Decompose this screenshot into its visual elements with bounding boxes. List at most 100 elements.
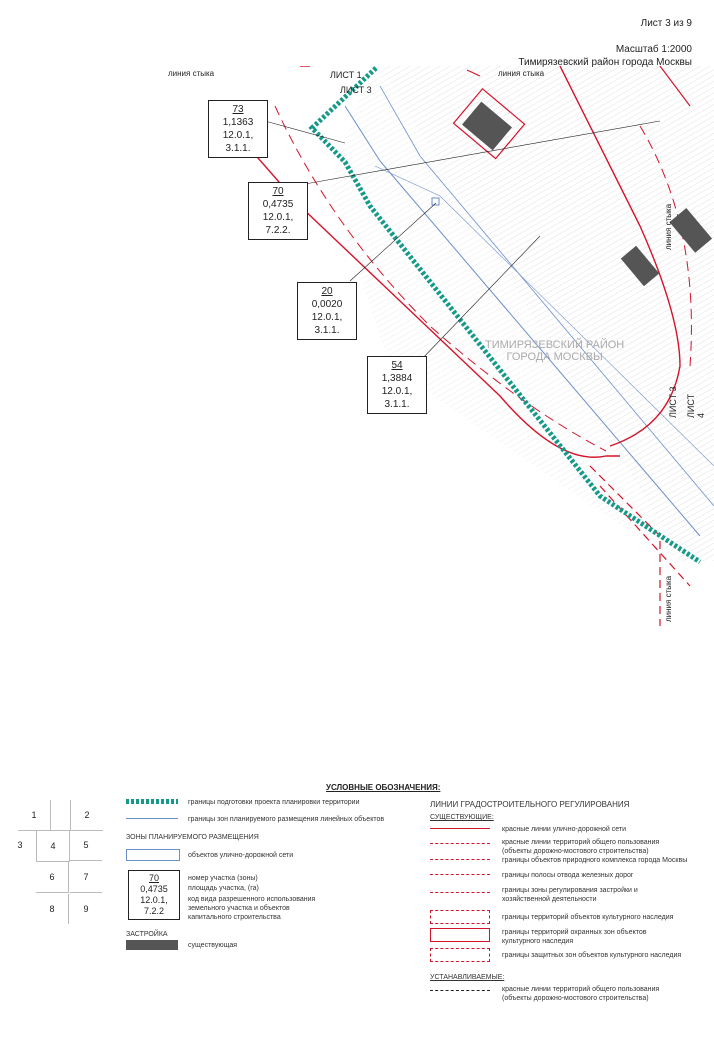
- parcel-label-54: 54 1,3884 12.0.1, 3.1.1.: [367, 356, 427, 414]
- parcel-area: 1,1363: [222, 117, 254, 128]
- parcel-label-20: 20 0,0020 12.0.1, 3.1.1.: [297, 282, 357, 340]
- sample-number: 70: [148, 873, 159, 883]
- protective-zone-swatch: [430, 948, 490, 962]
- sample-code: 12.0.1,: [140, 895, 168, 905]
- building-swatch: [126, 940, 178, 950]
- boundary-swatch: [126, 799, 178, 804]
- sheet-3-label: ЛИСТ 3: [340, 85, 372, 95]
- parcel-label-70: 70 0,4735 12.0.1, 7.2.2.: [248, 182, 308, 240]
- buildings-existing-text: существующая: [188, 942, 238, 949]
- legend-item: красные линии территорий общего пользова…: [502, 839, 660, 855]
- legend-item: границы территорий объектов культурного …: [502, 914, 674, 921]
- legend-item: границы зоны регулирования застройки и х…: [502, 887, 638, 903]
- parcel-code: 7.2.2.: [265, 225, 291, 236]
- building: [620, 245, 660, 287]
- sample-code: 7.2.2: [143, 906, 165, 916]
- regulation-heading: ЛИНИИ ГРАДОСТРОИТЕЛЬНОГО РЕГУЛИРОВАНИЯ: [430, 800, 630, 809]
- sheet-4-side-label: ЛИСТ 4: [686, 393, 706, 418]
- parcel-20-marker: [431, 197, 440, 206]
- parcel-number: 54: [391, 360, 403, 371]
- sheet-3-side-label: ЛИСТ 3: [668, 386, 678, 418]
- parcel-number: 70: [272, 186, 284, 197]
- legend-item: границы полосы отвода железных дорог: [502, 872, 634, 879]
- parcel-code: 12.0.1,: [262, 212, 294, 223]
- index-cell: 6: [36, 862, 69, 893]
- parcel-area: 1,3884: [381, 373, 413, 384]
- legend-item: красные линии территорий общего пользова…: [502, 986, 660, 1002]
- red-line-top: [466, 69, 481, 77]
- index-cell: 7: [70, 862, 102, 893]
- planning-boundary: [308, 66, 702, 565]
- parcel-label-73: 73 1,1363 12.0.1, 3.1.1.: [208, 100, 268, 158]
- buildings-heading: ЗАСТРОЙКА: [126, 931, 168, 938]
- leader-line: [419, 235, 541, 362]
- railway-swatch: [430, 874, 490, 875]
- sheet-number: Лист 3 из 9: [640, 18, 692, 29]
- leader-line: [304, 120, 661, 185]
- index-cell: 1: [18, 800, 51, 831]
- sample-desc-number: номер участка (зоны): [188, 875, 258, 882]
- red-line-arc: [559, 66, 681, 447]
- red-line-top: [659, 66, 691, 107]
- parcel-code: 12.0.1,: [381, 386, 413, 397]
- sample-area: 0,4735: [140, 884, 168, 894]
- road-objects-text: объектов улично-дорожной сети: [188, 852, 294, 859]
- red-line-dashed: [274, 105, 607, 452]
- index-cell: 9: [83, 904, 89, 914]
- building: [462, 101, 512, 151]
- planned-heading: УСТАНАВЛИВАЕМЫЕ:: [430, 974, 505, 981]
- leader-line: [264, 120, 346, 144]
- parcel-code: 3.1.1.: [384, 399, 410, 410]
- watermark-line-2: ГОРОДА МОСКВЫ: [506, 351, 603, 363]
- parcel-code: 12.0.1,: [222, 130, 254, 141]
- parcel-number: 73: [232, 104, 244, 115]
- regulation-zone-swatch: [430, 892, 490, 893]
- index-cell: 3: [4, 830, 37, 860]
- legend-item: границы защитных зон объектов культурног…: [502, 952, 682, 959]
- legend-item: границы объектов природного комплекса го…: [502, 857, 688, 864]
- district-name: Тимирязевский район города Москвы: [518, 57, 692, 68]
- red-line-swatch: [430, 828, 490, 829]
- hatched-corridor-left: [330, 66, 690, 566]
- sample-desc-code: код вида разрешенного использования земе…: [188, 896, 316, 921]
- join-line-label: линия стыка: [664, 203, 673, 250]
- join-line-label: линия стыка: [664, 575, 673, 622]
- index-cell: 2: [70, 800, 103, 831]
- index-cell: 8: [36, 894, 69, 924]
- legend-item: красные линии улично-дорожной сети: [502, 826, 627, 833]
- red-line-dashed: [599, 485, 691, 587]
- existing-heading: СУЩЕСТВУЮЩИЕ:: [430, 814, 494, 821]
- nature-swatch: [430, 859, 490, 860]
- index-cell: 5: [70, 830, 102, 861]
- parcel-number: 20: [321, 286, 333, 297]
- sheet-index-grid: 1 2 3 4 5 6 7 8 9: [4, 800, 104, 930]
- index-cell: 4: [36, 830, 70, 862]
- zone-boundary-line: [379, 85, 714, 507]
- join-line-label: линия стыка: [498, 69, 545, 78]
- legend-boundary-text: границы подготовки проекта планировки те…: [188, 799, 360, 806]
- building: [669, 207, 713, 253]
- legend-item: границы территорий охранных зон объектов…: [502, 929, 647, 945]
- join-line-label: линия стыка: [168, 69, 215, 78]
- planned-red-line-swatch: [430, 990, 490, 991]
- heritage-swatch: [430, 910, 490, 924]
- protection-zone-swatch: [430, 928, 490, 942]
- zone-swatch: [126, 818, 178, 819]
- zone-boundary-line: [344, 105, 701, 537]
- zones-heading: ЗОНЫ ПЛАНИРУЕМОГО РАЗМЕЩЕНИЯ: [126, 834, 259, 841]
- parcel-code: 3.1.1.: [225, 143, 251, 154]
- watermark-line-1: ТИМИРЯЗЕВСКИЙ РАЙОН: [485, 339, 625, 351]
- parcel-area: 0,4735: [262, 199, 294, 210]
- red-dashed-swatch: [430, 843, 490, 844]
- legend-title: УСЛОВНЫЕ ОБОЗНАЧЕНИЯ:: [326, 783, 441, 792]
- district-watermark: ТИМИРЯЗЕВСКИЙ РАЙОН ГОРОДА МОСКВЫ: [485, 339, 624, 363]
- sheet-1-label: ЛИСТ 1: [330, 70, 362, 80]
- parcel-code: 12.0.1,: [311, 312, 343, 323]
- parcel-code: 3.1.1.: [314, 325, 340, 336]
- zone-boundary-line: [374, 165, 714, 467]
- sample-desc-area: площадь участка, (га): [188, 885, 259, 892]
- map-scale: Масштаб 1:2000: [615, 44, 692, 55]
- red-line-road: [229, 125, 620, 458]
- leader-line: [349, 202, 437, 282]
- building-outline: [452, 87, 526, 160]
